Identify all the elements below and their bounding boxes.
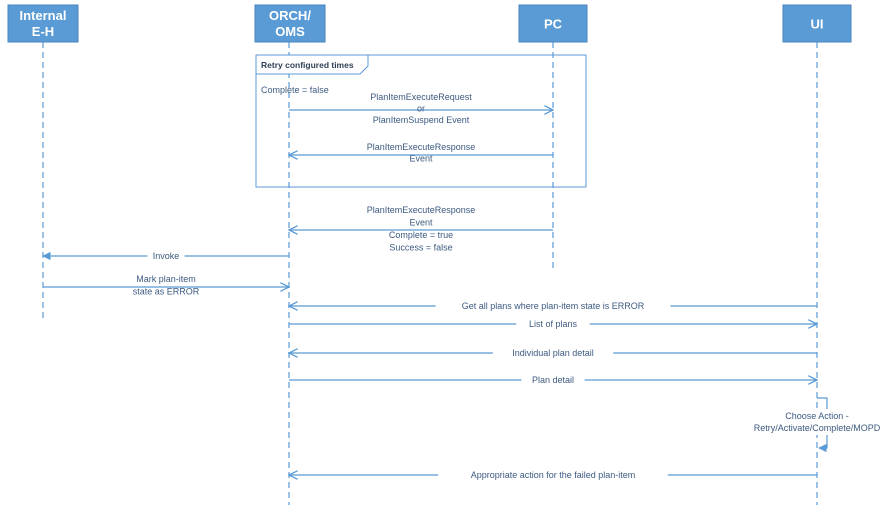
participant-box-pc bbox=[518, 4, 588, 43]
participant-box-eh bbox=[7, 4, 79, 43]
message-label-m10: Retry/Activate/Complete/MOPD bbox=[754, 423, 881, 433]
message-label-bg-m6 bbox=[435, 300, 671, 312]
message-label-m7: List of plans bbox=[529, 319, 578, 329]
message-label-m9: Plan detail bbox=[532, 375, 574, 385]
message-label-bg-m4 bbox=[147, 250, 185, 262]
message-label-m5: state as ERROR bbox=[133, 287, 200, 297]
message-label-m10: Choose Action - bbox=[785, 411, 849, 421]
message-label-m4: Invoke bbox=[153, 251, 180, 261]
participant-box-ui bbox=[782, 4, 852, 43]
participant-box-orch bbox=[254, 4, 326, 43]
message-label-m3: Event bbox=[409, 218, 433, 228]
message-label-m2: Event bbox=[409, 154, 433, 164]
loop-frame bbox=[255, 54, 587, 188]
loop-frame-tab bbox=[255, 54, 369, 75]
message-label-m11: Appropriate action for the failed plan-i… bbox=[471, 470, 636, 480]
message-label-m1: PlanItemExecuteRequest bbox=[370, 92, 472, 102]
message-label-m3: Complete = true bbox=[389, 230, 453, 240]
message-label-m3: Success = false bbox=[389, 243, 452, 253]
participant-label-ui: UI bbox=[811, 17, 824, 32]
message-label-bg-m9 bbox=[521, 374, 585, 386]
message-label-m1: or bbox=[417, 104, 425, 114]
message-label-m1: PlanItemSuspend Event bbox=[373, 115, 470, 125]
message-label-m3: PlanItemExecuteResponse bbox=[367, 205, 476, 215]
participant-label-eh: Internal bbox=[20, 8, 67, 23]
message-label-bg-m11 bbox=[438, 469, 668, 481]
participant-label-orch: ORCH/ bbox=[269, 8, 311, 23]
message-label-bg-m7 bbox=[516, 318, 590, 330]
loop-frame-title: Retry configured times bbox=[261, 60, 354, 70]
participant-label-eh: E-H bbox=[32, 24, 54, 39]
message-label-m5: Mark plan-item bbox=[136, 274, 196, 284]
message-label-bg-m8 bbox=[492, 347, 614, 359]
message-label-m6: Get all plans where plan-item state is E… bbox=[462, 301, 645, 311]
message-label-bg-m10 bbox=[751, 409, 883, 435]
participant-label-orch: OMS bbox=[275, 24, 305, 39]
message-label-m8: Individual plan detail bbox=[512, 348, 594, 358]
loop-frame-guard: Complete = false bbox=[261, 85, 329, 95]
message-label-m2: PlanItemExecuteResponse bbox=[367, 142, 476, 152]
participant-label-pc: PC bbox=[544, 17, 563, 32]
